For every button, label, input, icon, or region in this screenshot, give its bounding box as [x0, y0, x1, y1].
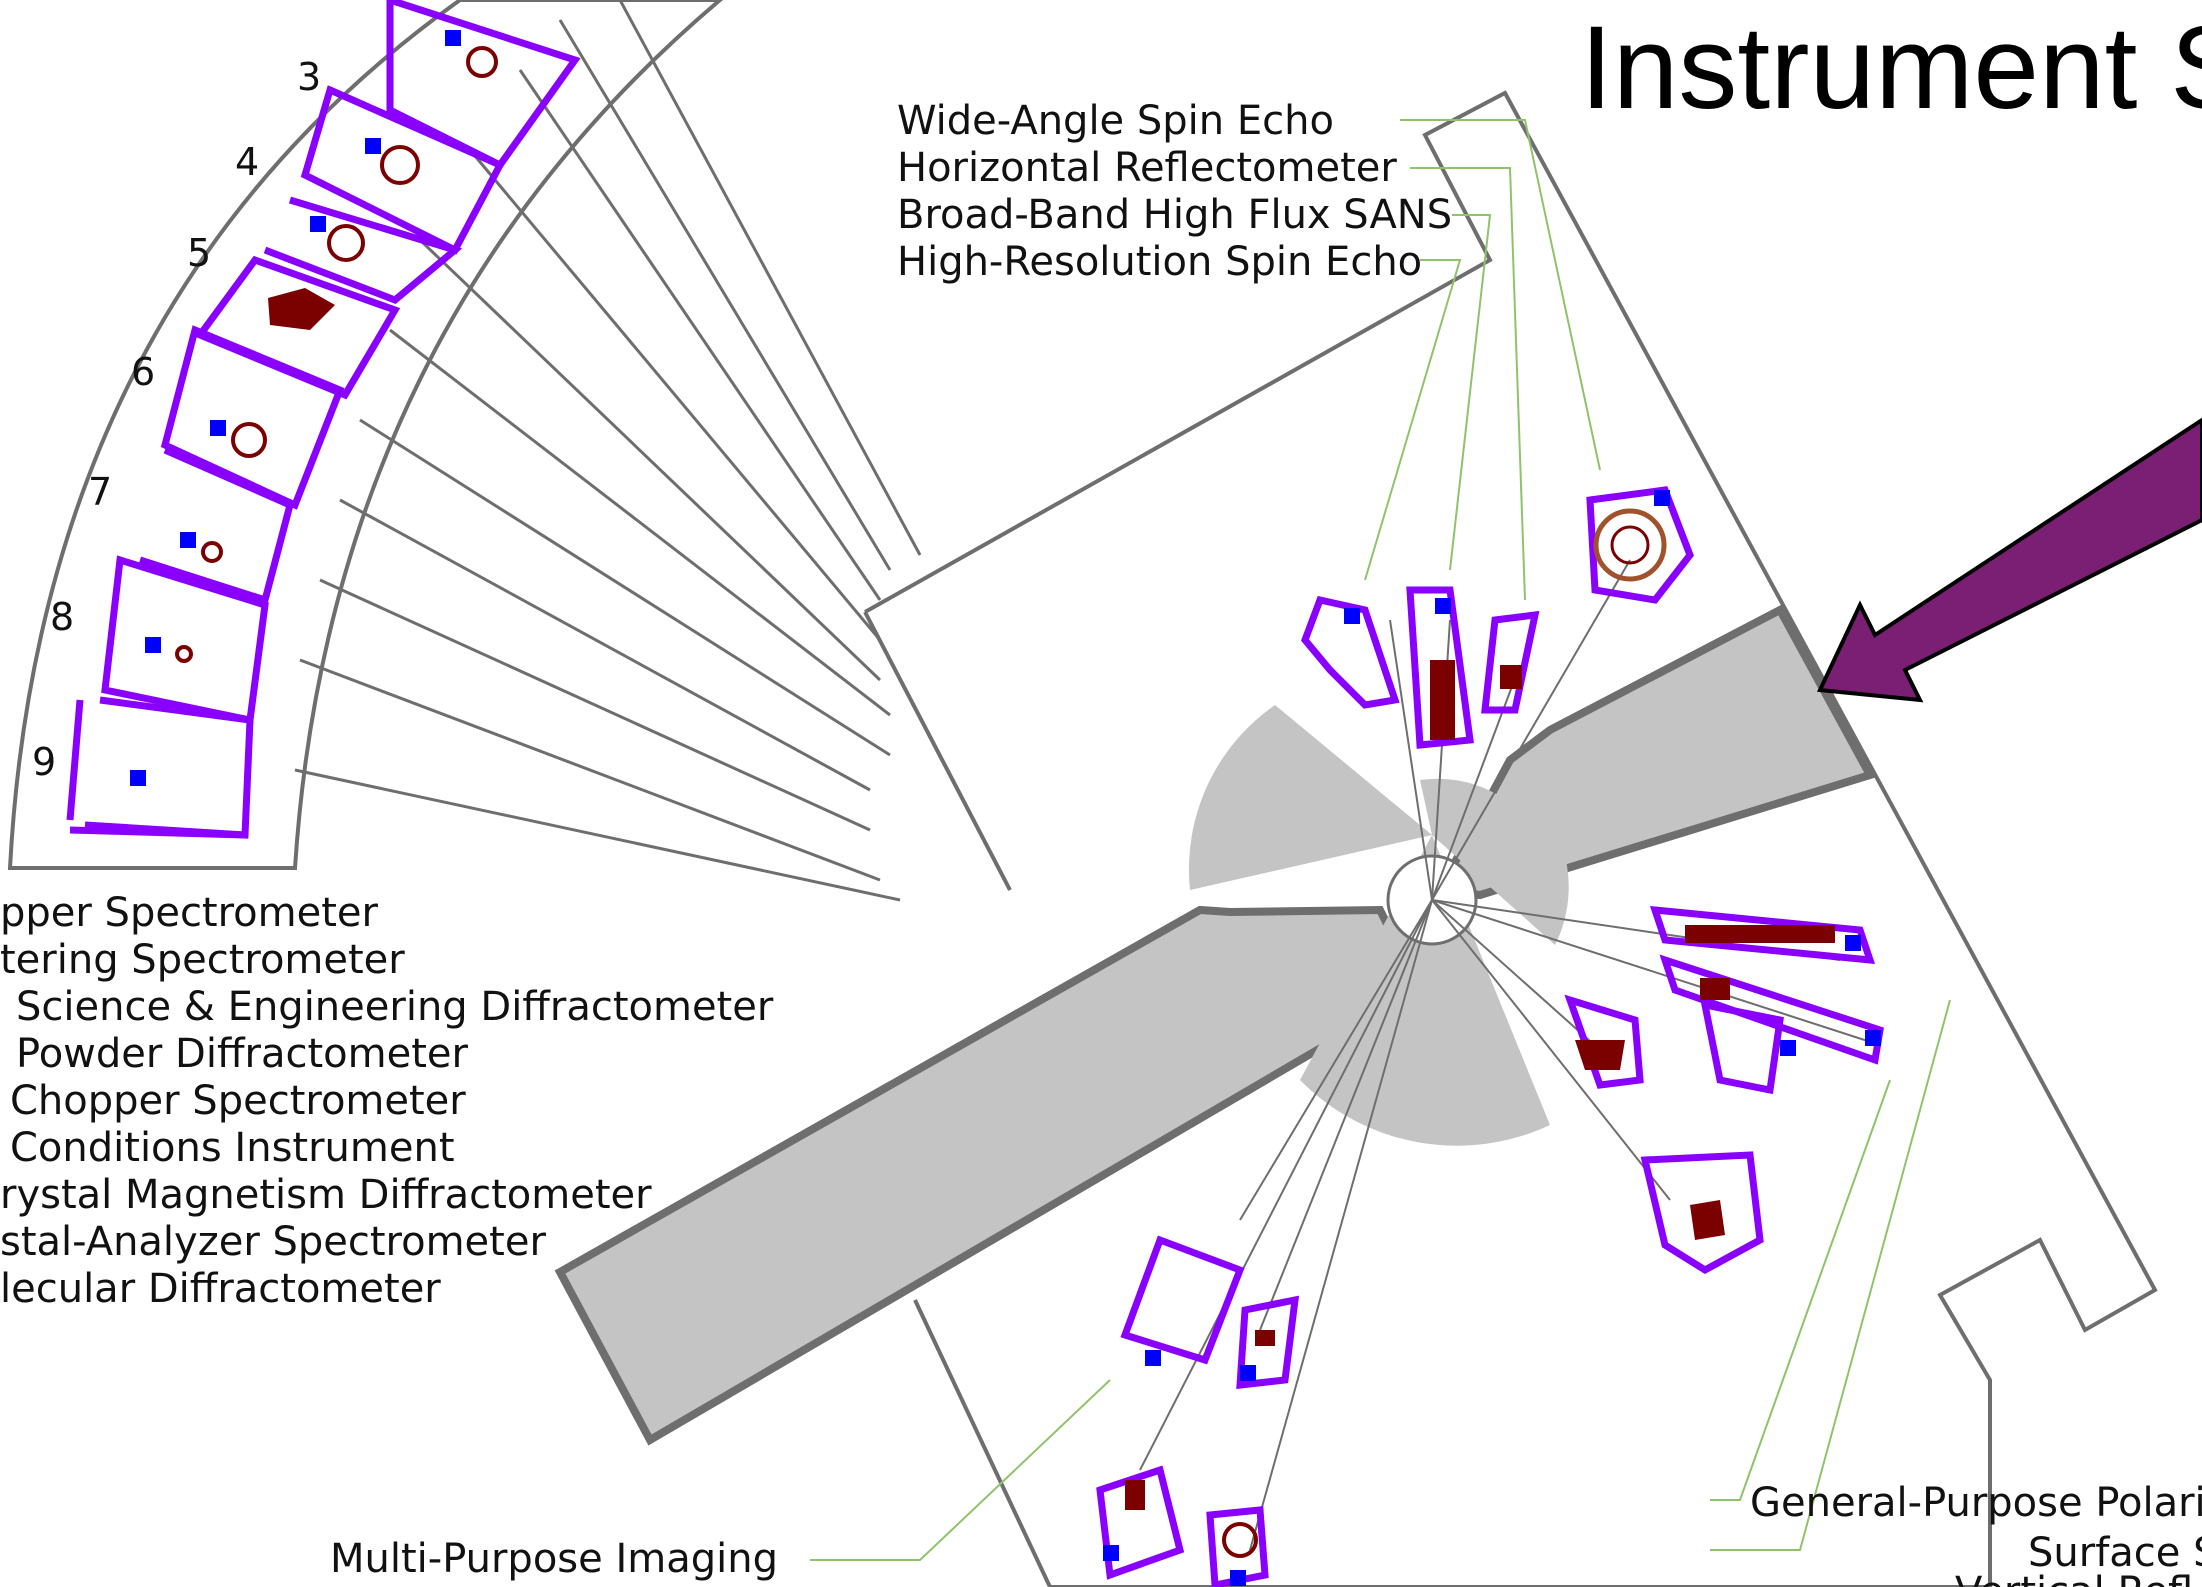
main-hall-outline — [864, 90, 2158, 1587]
top-instrument-labels: Wide-Angle Spin Echo Horizontal Reflecto… — [897, 98, 1452, 285]
label-macromolecular-diffractometer: lecular Diffractometer — [0, 1266, 441, 1312]
sample-shielding — [175, 46, 498, 663]
label-horizontal-reflectometer: Horizontal Reflectometer — [897, 145, 1397, 191]
label-multi-purpose-imaging: Multi-Purpose Imaging — [330, 1536, 778, 1582]
hall-number-8: 8 — [50, 595, 74, 639]
shielding-block — [1255, 1330, 1275, 1346]
detector-marker — [1435, 598, 1451, 614]
hall-number-6: 6 — [131, 350, 155, 394]
hall-number-9: 9 — [32, 740, 56, 784]
hall-number-3: 3 — [297, 55, 321, 99]
right-hutches — [1096, 486, 1884, 1587]
label-chopper-spectrometer-2: Chopper Spectrometer — [10, 1078, 466, 1124]
sector-upper-left — [1188, 705, 1432, 890]
label-polarized-sans: General-Purpose Polari — [1750, 1480, 2202, 1526]
detector-marker — [445, 30, 461, 46]
left-instrument-hall: 3 4 5 6 7 8 9 — [7, 0, 922, 902]
hall-number-4: 4 — [235, 140, 259, 184]
hall-number-7: 7 — [88, 470, 112, 514]
detector-marker — [1145, 1350, 1161, 1366]
detector-marker — [210, 420, 226, 436]
right-shielding — [1125, 508, 1835, 1558]
label-engineering-diffractometer: Science & Engineering Diffractometer — [16, 984, 774, 1030]
shielding-block — [1685, 925, 1835, 943]
detector-marker — [310, 216, 326, 232]
right-detectors — [1103, 490, 1881, 1586]
detector-marker — [1230, 1570, 1246, 1586]
shielding-block — [1700, 978, 1730, 1000]
sample-ring — [380, 145, 420, 185]
detector-marker — [1103, 1545, 1119, 1561]
shielding-block — [268, 288, 335, 330]
label-conditions-instrument: Conditions Instrument — [10, 1125, 455, 1171]
sample-ring — [231, 422, 267, 458]
detector-marker — [145, 637, 161, 653]
shielding-block — [1430, 660, 1455, 740]
sample-ring — [1222, 1522, 1258, 1558]
detector-marker — [1780, 1040, 1796, 1056]
bottom-right-labels: General-Purpose Polari Surface S Vertica… — [1750, 1480, 2202, 1587]
detector-marker — [130, 770, 146, 786]
label-wide-angle-spin-echo: Wide-Angle Spin Echo — [897, 98, 1334, 144]
sample-ring — [327, 224, 365, 262]
leader-lines — [810, 119, 1951, 1561]
label-broad-band-sans: Broad-Band High Flux SANS — [897, 192, 1452, 238]
detector-marker — [365, 138, 381, 154]
left-wing — [554, 905, 1426, 1446]
shielding-block — [1575, 1040, 1625, 1070]
hall-wall — [863, 611, 1012, 891]
shielding-block — [1125, 1480, 1145, 1510]
detector-marker — [1845, 935, 1861, 951]
proton-beam-arrow — [1816, 417, 2202, 703]
label-chopper-spectrometer: pper Spectrometer — [0, 890, 379, 936]
label-magnetism-diffractometer: rystal Magnetism Diffractometer — [0, 1172, 652, 1218]
detector-marker — [180, 532, 196, 548]
label-scattering-spectrometer: tering Spectrometer — [0, 937, 405, 983]
hall-number-5: 5 — [187, 231, 211, 275]
left-instrument-labels: pper Spectrometer tering Spectrometer Sc… — [0, 890, 774, 1312]
shielding-block — [1500, 665, 1522, 689]
sample-ring — [201, 541, 223, 563]
page-title: Instrument Su — [1580, 2, 2202, 134]
spin-echo-ring — [1610, 525, 1650, 565]
guide-fan-lines — [294, 0, 922, 902]
detector-marker — [1240, 1365, 1256, 1381]
label-surface-spectrometer: Surface S — [2028, 1530, 2202, 1576]
sector-lower — [1300, 835, 1550, 1146]
hutch-detectors — [130, 30, 461, 786]
target-building — [554, 604, 1876, 1446]
label-crystal-analyzer-spectrometer: stal-Analyzer Spectrometer — [0, 1219, 546, 1265]
detector-marker — [1344, 608, 1360, 624]
sample-ring — [175, 645, 193, 663]
shielding-block — [1690, 1200, 1725, 1240]
detector-marker — [1865, 1030, 1881, 1046]
sector-right — [1432, 835, 1569, 945]
hutch-walls — [66, 0, 581, 839]
label-vertical-reflectometer: Vertical Refl — [1955, 1569, 2193, 1587]
detector-marker — [1654, 490, 1670, 506]
spin-echo-ring — [1593, 508, 1667, 582]
sample-ring — [466, 46, 498, 78]
label-high-resolution-spin-echo: High-Resolution Spin Echo — [897, 239, 1422, 285]
label-powder-diffractometer: Powder Diffractometer — [16, 1031, 468, 1077]
